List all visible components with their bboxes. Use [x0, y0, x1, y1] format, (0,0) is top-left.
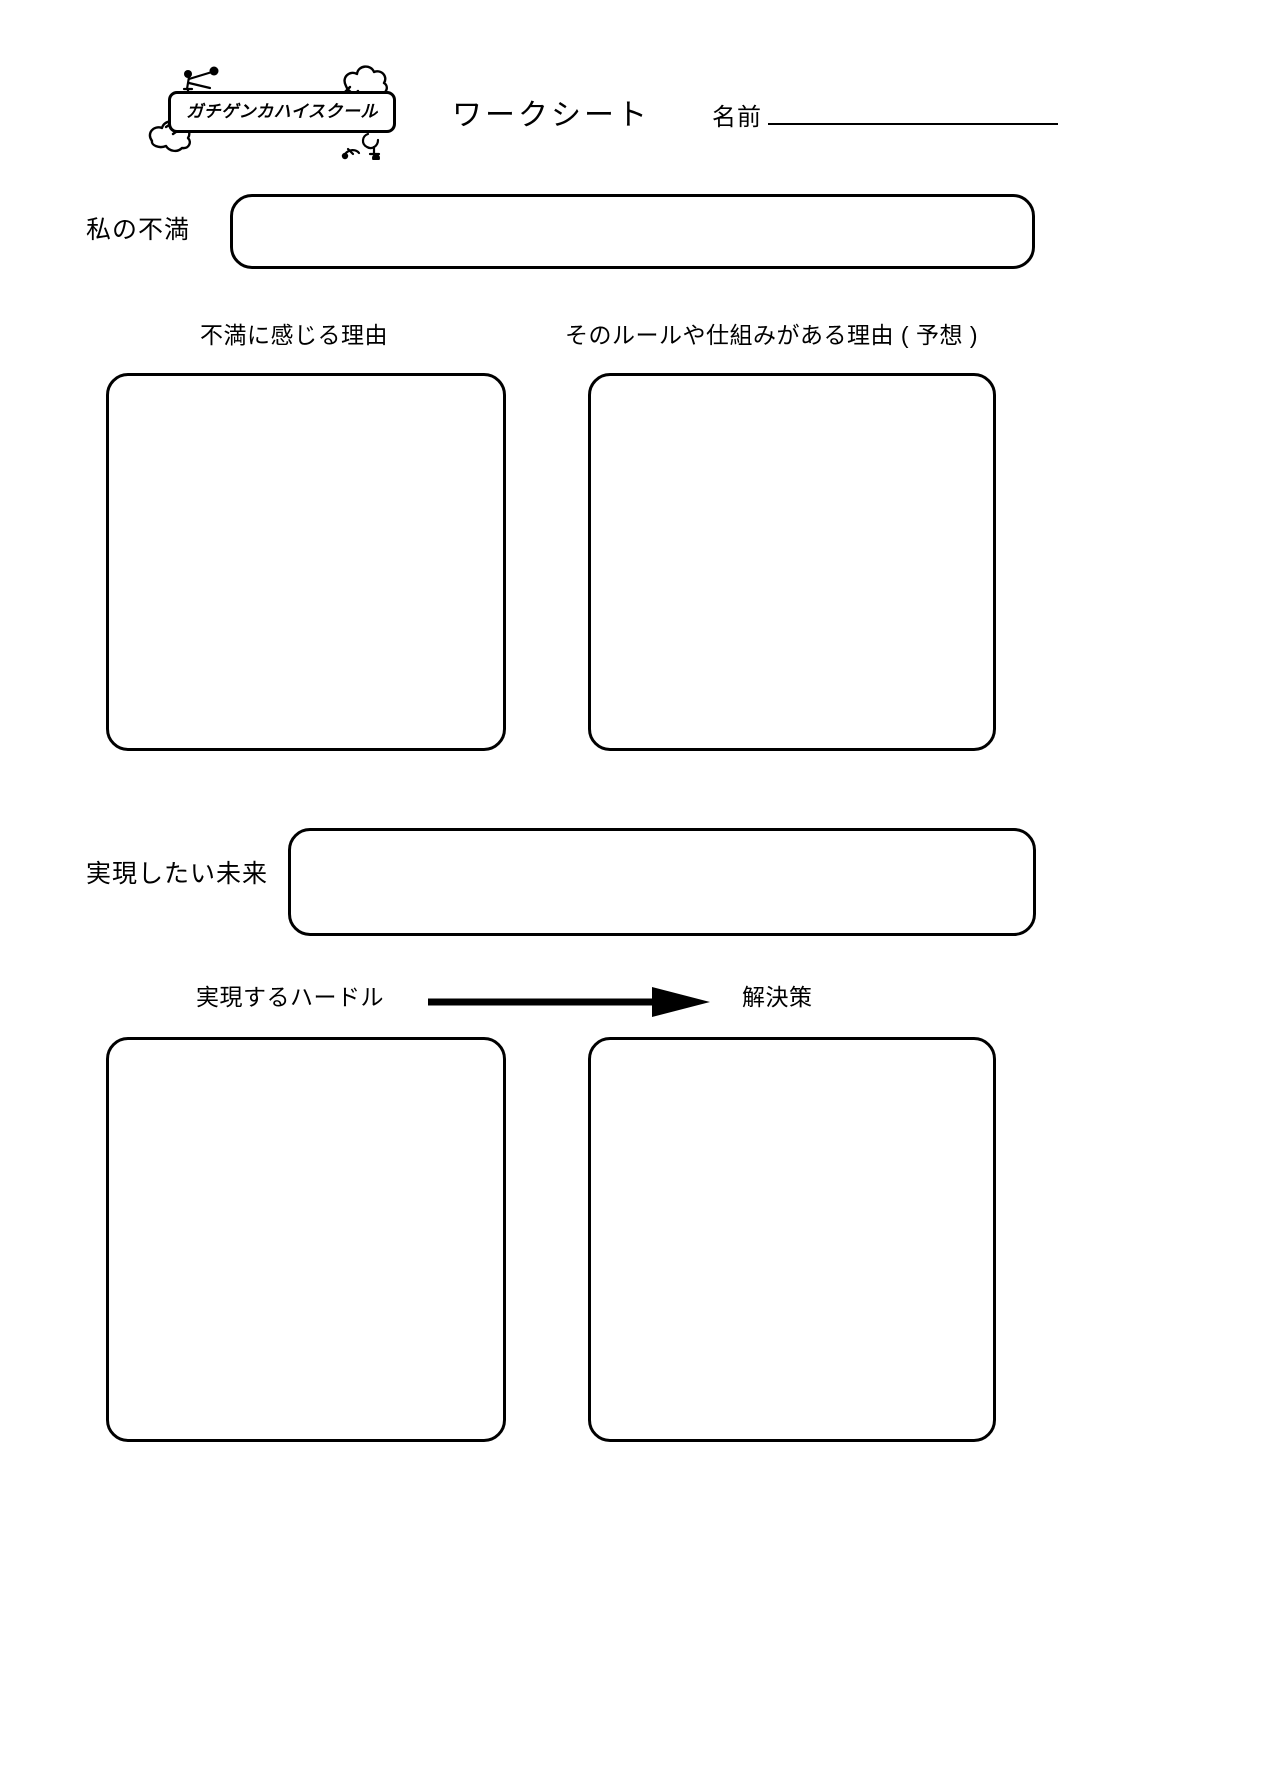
reason-left-label: 不満に感じる理由	[200, 322, 388, 348]
solution-input-box[interactable]	[588, 1037, 996, 1442]
page-title: ワークシート	[452, 99, 650, 132]
hurdle-label: 実現するハードル	[196, 984, 384, 1010]
arrow-right-icon	[428, 987, 710, 1017]
reason-left-input-box[interactable]	[106, 373, 506, 751]
page-header: ガチゲンカハイスクール ワークシート 名前	[0, 45, 1276, 165]
name-input-line[interactable]	[768, 103, 1058, 125]
reason-right-label: そのルールや仕組みがある理由 ( 予想 )	[565, 322, 978, 348]
solution-label: 解決策	[742, 984, 813, 1010]
logo-badge: ガチゲンカハイスクール	[168, 91, 396, 133]
future-input-box[interactable]	[288, 828, 1036, 936]
name-field[interactable]: 名前	[712, 97, 1058, 132]
hurdle-input-box[interactable]	[106, 1037, 506, 1442]
future-label: 実現したい未来	[86, 860, 269, 888]
complaint-input-box[interactable]	[230, 194, 1035, 269]
school-logo: ガチゲンカハイスクール	[140, 55, 440, 160]
name-field-label: 名前	[712, 104, 762, 131]
reason-right-input-box[interactable]	[588, 373, 996, 751]
logo-label: ガチゲンカハイスクール	[186, 101, 378, 122]
complaint-label: 私の不満	[86, 216, 191, 244]
